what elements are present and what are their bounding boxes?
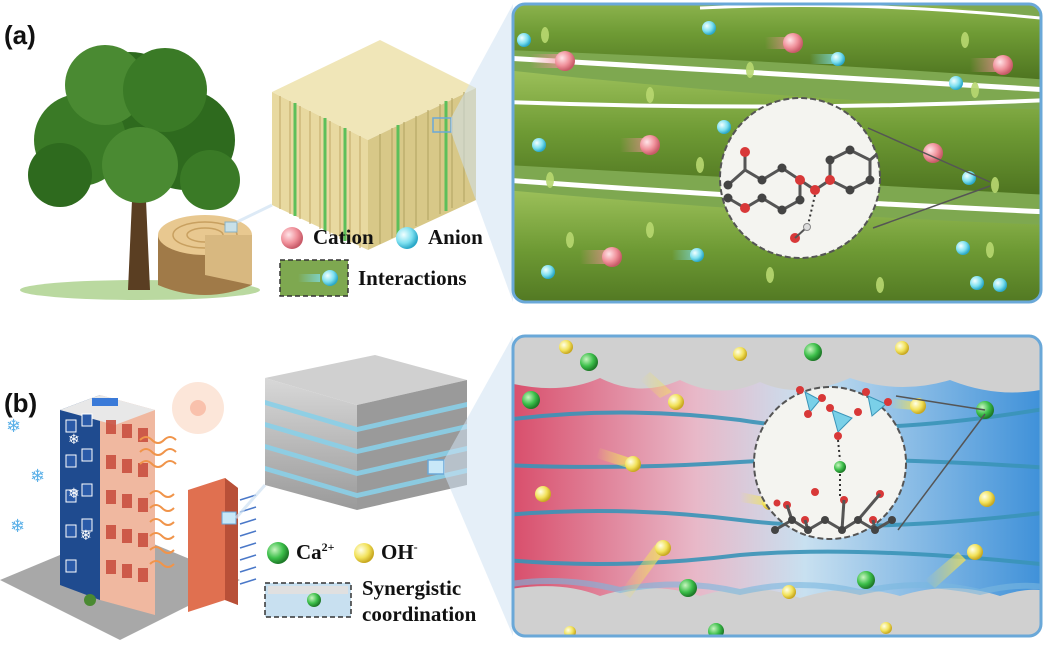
- coordination-molecule-b: [771, 386, 896, 534]
- legend-cation-label: Cation: [313, 225, 374, 249]
- legend-synergistic-swatch: [264, 582, 352, 618]
- zoom-panel-b: [511, 334, 1043, 638]
- legend-hydroxide-charge: -: [413, 540, 418, 554]
- snowflake-icons: ❄ ❄ ❄ ❄ ❄ ❄: [6, 416, 92, 544]
- legend-anion-dot: [396, 227, 418, 249]
- svg-text:❄: ❄: [6, 416, 21, 437]
- legend-hydroxide-text: OH: [381, 540, 414, 564]
- legend-calcium-charge: 2+: [321, 540, 335, 554]
- svg-text:❄: ❄: [68, 432, 80, 448]
- svg-text:❄: ❄: [30, 466, 45, 487]
- legend-anion-label: Anion: [428, 225, 483, 249]
- legend-calcium-label: Ca2+: [296, 540, 335, 565]
- svg-text:❄: ❄: [68, 486, 80, 502]
- cellulose-molecule-a: [723, 145, 880, 243]
- building-illustration: [0, 395, 240, 640]
- layered-block-b: [265, 355, 467, 510]
- legend-synergistic-label-1: Synergistic: [362, 576, 462, 600]
- panel-a-label: (a): [4, 20, 36, 50]
- cold-arrow-icons: [239, 494, 257, 585]
- projection-lines-b: [444, 336, 513, 636]
- svg-text:❄: ❄: [10, 516, 25, 537]
- legend-cation-dot: [281, 227, 303, 249]
- legend-hydroxide-dot: [354, 543, 374, 563]
- log-slice-illustration: [158, 215, 252, 295]
- projection-lines-a: [451, 4, 513, 302]
- legend-interactions-swatch: [279, 259, 349, 297]
- wood-block-a: [272, 40, 476, 250]
- panel-b-label: (b): [4, 388, 38, 418]
- tree-illustration: [20, 45, 260, 300]
- legend-hydroxide-label: OH-: [381, 540, 418, 565]
- legend-interactions-label: Interactions: [358, 266, 467, 290]
- zoom-panel-a: [511, 2, 1043, 304]
- svg-text:❄: ❄: [80, 528, 92, 544]
- wall-panel-illustration: [188, 478, 238, 612]
- legend-synergistic-label-2: coordination: [362, 602, 477, 626]
- legend-calcium-dot: [267, 542, 289, 564]
- legend-calcium-text: Ca: [296, 540, 322, 564]
- heat-wave-icons: [139, 436, 177, 568]
